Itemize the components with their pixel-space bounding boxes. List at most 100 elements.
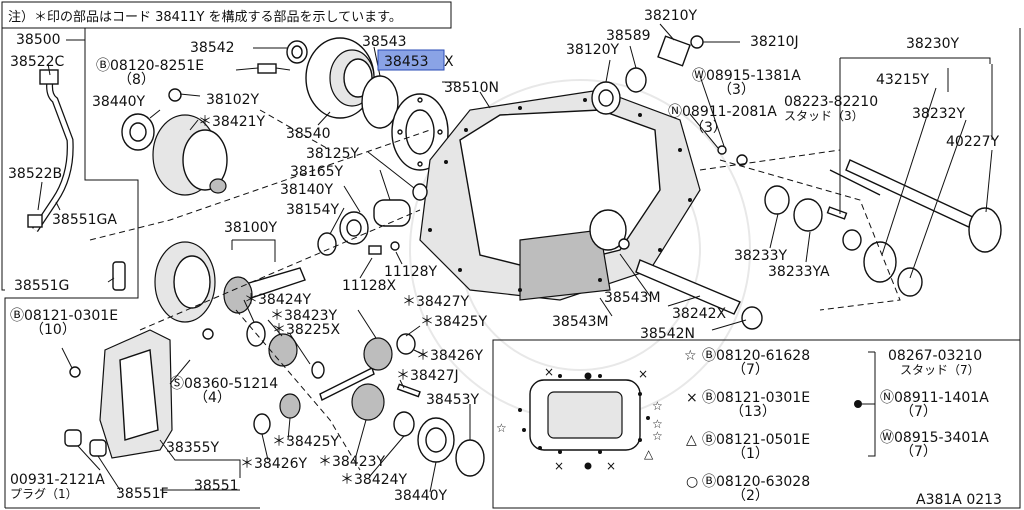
- svg-text:☆: ☆: [496, 421, 507, 435]
- label-08915-1381A: Ⓦ08915-1381A: [692, 68, 801, 84]
- label-plug-1: プラグ（1）: [10, 487, 78, 501]
- washer-38154Y: [317, 232, 337, 256]
- label-08121-0301E-top: Ⓑ08121-0301E: [10, 308, 118, 324]
- label-38140Y: 38140Y: [280, 182, 334, 198]
- label-38453-highlighted: 38453: [384, 54, 429, 70]
- label-38551F: 38551F: [116, 486, 169, 502]
- legend-circle-symbol: ○: [686, 474, 698, 490]
- label-38242X: 38242X: [672, 306, 727, 322]
- label-43215Y: 43215Y: [876, 72, 930, 88]
- legend-dot-item-1-part: 08267-03210: [888, 348, 982, 364]
- label-qty-3b: （3）: [690, 120, 727, 136]
- label-00931-2121A: 00931-2121A: [10, 472, 105, 488]
- label-38542: 38542: [190, 40, 235, 56]
- svg-text:△: △: [644, 447, 654, 461]
- label-38551GA: 38551GA: [52, 212, 117, 228]
- label-38589: 38589: [606, 28, 651, 44]
- legend-circle-qty: （2）: [732, 488, 769, 504]
- right-side-components: [589, 35, 763, 330]
- label-11128X: 11128X: [342, 278, 397, 294]
- label-38542N: 38542N: [640, 326, 695, 342]
- legend-star-part: Ⓑ08120-61628: [702, 348, 810, 364]
- svg-text:×: ×: [606, 459, 616, 473]
- label-38421Y: ＊38421Y: [198, 114, 266, 130]
- seal-38542: [286, 40, 308, 64]
- label-38102Y: 38102Y: [206, 92, 260, 108]
- svg-text:×: ×: [544, 365, 554, 379]
- dashed-guides: [89, 109, 901, 471]
- label-38543: 38543: [362, 34, 407, 50]
- legend-star-qty: （7）: [732, 362, 769, 378]
- legend-triangle-qty: （1）: [732, 446, 769, 462]
- gasket-38453X: [391, 93, 449, 171]
- label-38233YA: 38233YA: [768, 264, 830, 280]
- header-note: 注）＊印の部品はコード 38411Y を構成する部品を示しています。: [8, 10, 402, 25]
- label-38424Y-a: ＊38424Y: [244, 292, 312, 308]
- washer-38125Y: [412, 183, 428, 201]
- label-38423Y-a: ＊38423Y: [270, 308, 338, 324]
- label-38440Y-bottom: 38440Y: [394, 488, 448, 504]
- label-38100Y: 38100Y: [224, 220, 278, 236]
- label-38423Y-b: ＊38423Y: [318, 454, 386, 470]
- label-38125Y: 38125Y: [306, 146, 360, 162]
- legend-cross-qty: （13）: [730, 404, 776, 420]
- legend-triangle-symbol: △: [686, 432, 697, 448]
- part-labels: 38500 38522C 38522B 38551GA 38551G 38542…: [8, 8, 1000, 504]
- label-38426Y-b: ＊38426Y: [240, 456, 308, 472]
- label-38210Y: 38210Y: [644, 8, 698, 24]
- dot-symbol: [854, 400, 862, 408]
- bolt-11128Y: [368, 241, 400, 255]
- label-38427J: ＊38427J: [396, 368, 459, 384]
- label-38453X-suffix: X: [444, 54, 454, 70]
- label-38154Y: 38154Y: [286, 202, 340, 218]
- svg-text:☆: ☆: [652, 429, 663, 443]
- label-38426Y-a: ＊38426Y: [416, 348, 484, 364]
- highlighted-part-box: [377, 49, 445, 71]
- label-38551G: 38551G: [14, 278, 69, 294]
- label-38453Y: 38453Y: [426, 392, 480, 408]
- diagram-code: A381A 0213: [916, 492, 1002, 508]
- label-38232Y: 38232Y: [912, 106, 966, 122]
- legend-dot-item-3-qty: （7）: [900, 444, 937, 460]
- label-38543M-a: 38543M: [604, 290, 661, 306]
- label-stud-3: スタッド（3）: [784, 109, 864, 123]
- legend-circle-part: Ⓑ08120-63028: [702, 474, 810, 490]
- legend-dot-item-3-part: Ⓦ08915-3401A: [880, 430, 989, 446]
- label-38427Y: ＊38427Y: [402, 294, 470, 310]
- label-38510N: 38510N: [444, 80, 499, 96]
- label-qty-3a: （3）: [718, 82, 755, 98]
- label-38425Y-a: ＊38425Y: [420, 314, 488, 330]
- label-38425Y-b: ＊38425Y: [272, 434, 340, 450]
- label-08120-8251E: Ⓑ08120-8251E: [96, 58, 204, 74]
- label-38522B: 38522B: [8, 166, 62, 182]
- label-38500: 38500: [16, 32, 61, 48]
- legend-triangle-part: Ⓑ08121-0501E: [702, 432, 810, 448]
- leader-lines: [37, 23, 993, 493]
- legend-dot-item-2-qty: （7）: [900, 404, 937, 420]
- label-38551: 38551: [194, 478, 239, 494]
- legend-dot-item-1-qty: スタッド（7）: [900, 363, 980, 377]
- svg-text:☆: ☆: [652, 399, 663, 413]
- bolt-8251E: [257, 63, 291, 74]
- svg-text:×: ×: [554, 459, 564, 473]
- breather-hose: [27, 69, 126, 291]
- fastener-legend: ☆ Ⓑ08120-61628 （7） × Ⓑ08121-0301E （13） △…: [684, 348, 989, 504]
- label-08360-51214: Ⓢ08360-51214: [170, 376, 278, 392]
- label-38522C: 38522C: [10, 54, 65, 70]
- label-38230Y: 38230Y: [906, 36, 960, 52]
- diff-case: [152, 88, 228, 196]
- label-38355Y: 38355Y: [166, 440, 220, 456]
- label-38440Y-top: 38440Y: [92, 94, 146, 110]
- label-08911-2081A: Ⓝ08911-2081A: [668, 104, 777, 120]
- legend-star-symbol: ☆: [684, 348, 697, 364]
- spacer-38165Y: [373, 199, 411, 227]
- label-38540: 38540: [286, 126, 331, 142]
- legend-cross-symbol: ×: [686, 390, 698, 406]
- legend-dot-item-2-part: Ⓝ08911-1401A: [880, 390, 989, 406]
- legend-cross-part: Ⓑ08121-0301E: [702, 390, 810, 406]
- label-11128Y: 11128Y: [384, 264, 438, 280]
- bearing-38140Y: [339, 211, 369, 245]
- label-38233Y: 38233Y: [734, 248, 788, 264]
- label-qty-10: （10）: [30, 322, 76, 338]
